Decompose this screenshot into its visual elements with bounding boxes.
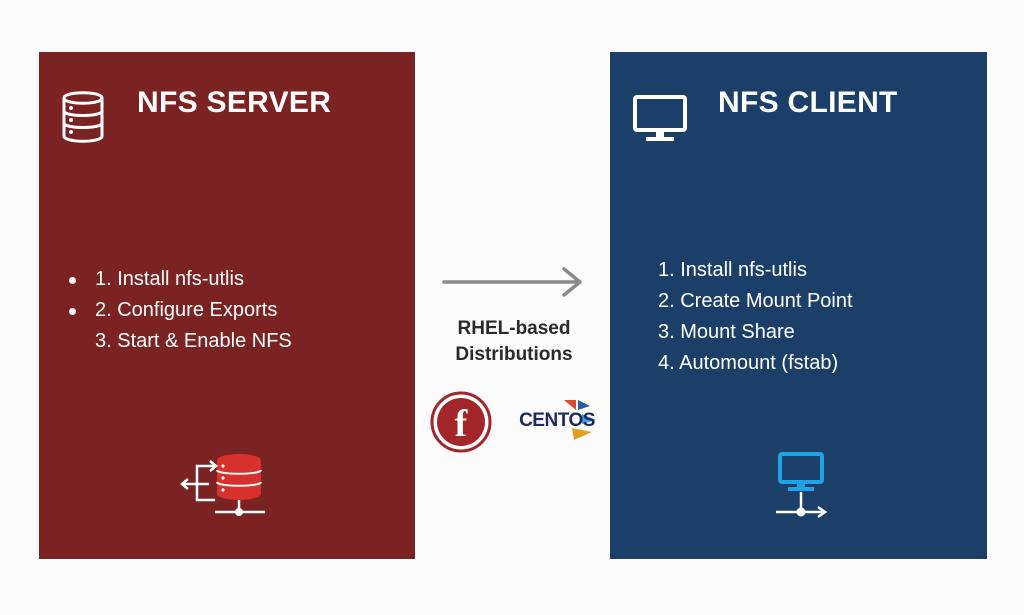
client-steps-list: 1. Install nfs-utlis 2. Create Mount Poi… bbox=[658, 255, 853, 379]
distribution-label: RHEL-based Distributions bbox=[455, 318, 573, 365]
svg-text:f: f bbox=[455, 403, 469, 445]
network-monitor-icon bbox=[776, 452, 828, 519]
server-steps-list: 1. Install nfs-utlis 2. Configure Export… bbox=[69, 264, 292, 357]
client-step: 2. Create Mount Point bbox=[658, 290, 853, 312]
database-server-icon bbox=[62, 91, 104, 143]
client-step: 3. Mount Share bbox=[658, 321, 795, 343]
nfs-client-panel: NFS CLIENT 1. Install nfs-utlis 2. Creat… bbox=[610, 52, 987, 559]
server-title: NFS SERVER bbox=[137, 86, 332, 119]
server-step: 3. Start & Enable NFS bbox=[95, 330, 292, 352]
client-step: 1. Install nfs-utlis bbox=[658, 259, 807, 281]
bullet-icon bbox=[69, 277, 76, 284]
monitor-icon bbox=[633, 95, 687, 141]
centos-emblem-icon bbox=[564, 400, 596, 440]
bullet-icon bbox=[69, 308, 76, 315]
client-step: 4. Automount (fstab) bbox=[658, 352, 839, 374]
nfs-server-panel: NFS SERVER 1. Install nfs-utlis 2. Confi… bbox=[39, 52, 415, 559]
server-step: 2. Configure Exports bbox=[69, 295, 292, 326]
server-step: 1. Install nfs-utlis bbox=[69, 264, 292, 295]
network-database-icon bbox=[180, 454, 265, 516]
centos-text: CENTOS bbox=[519, 410, 595, 431]
client-title: NFS CLIENT bbox=[718, 86, 898, 119]
flow-arrow-icon bbox=[442, 267, 582, 297]
fedora-logo-icon: f bbox=[430, 391, 492, 453]
centos-logo: CENTOS bbox=[512, 396, 602, 446]
